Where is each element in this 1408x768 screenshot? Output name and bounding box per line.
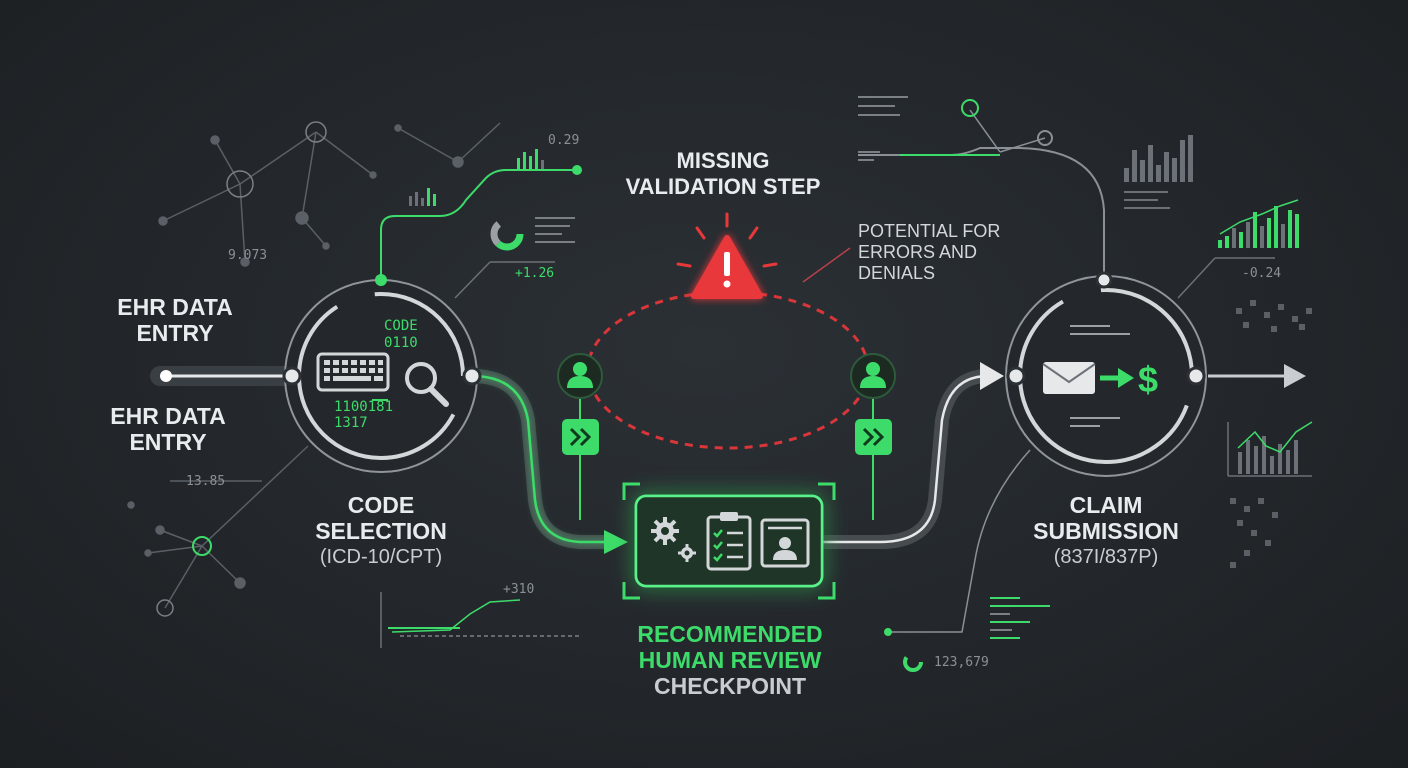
claim-submission-line2: SUBMISSION (1033, 518, 1179, 544)
mini-chart-bottom-center (380, 592, 580, 648)
code-selection-line3: (ICD-10/CPT) (319, 546, 443, 568)
ehr-label: EHR DATA ENTRY (100, 294, 250, 346)
metric-3: +1.26 (515, 266, 555, 281)
person-icon (860, 362, 886, 388)
mini-bars-top-center (409, 149, 544, 206)
metric-5: +310 (503, 582, 535, 597)
pie-widget (490, 217, 575, 251)
metric-2: 9.073 (228, 248, 268, 263)
network-graph-bottom-left (127, 445, 309, 617)
mini-lines-top-right (858, 96, 908, 161)
bar-chart-right (1218, 199, 1299, 248)
reviewer-right (850, 353, 896, 399)
claim-submission-line1: CLAIM (1069, 492, 1143, 518)
code-tag-line2: 0110 (384, 335, 418, 351)
ehr-label-line2: ENTRY (136, 320, 214, 346)
code-selection-node (284, 279, 478, 473)
warning-triangle-icon (676, 212, 778, 299)
ehr-label-duplicate: EHR DATA ENTRY (93, 403, 243, 455)
arrow-into-checkpoint-icon (604, 530, 628, 554)
arrow-right-icon (1100, 368, 1134, 388)
envelope-icon (1042, 362, 1096, 394)
warning-title-line1: MISSING (676, 148, 770, 173)
dollar-icon: $ (1138, 359, 1158, 400)
review-checkpoint-box (622, 482, 836, 600)
id-card-icon (760, 518, 810, 568)
warning-note: POTENTIAL FOR ERRORS AND DENIALS (858, 221, 1028, 284)
metric-7: 123,679 (934, 655, 989, 670)
metric-6: -0.24 (1242, 266, 1282, 281)
line-chart-right (1227, 421, 1313, 477)
code-selection-line2: SELECTION (315, 518, 447, 544)
metric-1: 0.29 (548, 133, 580, 148)
bar-chart-top-right (1124, 135, 1193, 209)
pixel-grid-right (1230, 300, 1312, 568)
claim-submission-line3: (837I/837P) (1053, 546, 1159, 568)
output-arrow-icon (1284, 364, 1306, 388)
connector-dots (160, 99, 1206, 636)
fast-forward-icon (855, 419, 892, 455)
claim-submission-node: $ (1005, 275, 1207, 477)
checkpoint-label: RECOMMENDED HUMAN REVIEW CHECKPOINT (610, 621, 850, 699)
mini-lines-bottom-right (903, 597, 1050, 672)
fast-forward-icon (562, 419, 599, 455)
checkpoint-line1: RECOMMENDED (637, 621, 823, 647)
arrow-into-claim-icon (980, 362, 1004, 390)
checkpoint-line3: CHECKPOINT (653, 673, 807, 699)
code-selection-line1: CODE (347, 492, 415, 518)
warning-title: MISSING VALIDATION STEP (598, 148, 848, 200)
clipboard-checklist-icon (706, 512, 752, 571)
code-tag: CODE 0110 (384, 318, 418, 352)
claim-submission-label: CLAIM SUBMISSION (837I/837P) (1016, 492, 1196, 570)
code-number-1: 1100181 (334, 399, 394, 415)
warning-title-line2: VALIDATION STEP (625, 174, 821, 199)
warning-note-line3: DENIALS (858, 263, 936, 283)
connectors (150, 109, 1288, 633)
ehr-label-duplicate-line2: ENTRY (129, 429, 207, 455)
code-number-2: 1317 (334, 415, 368, 431)
gear-icon (651, 517, 696, 562)
checkpoint-line2: HUMAN REVIEW (638, 647, 822, 673)
reviewer-left (557, 353, 603, 399)
network-graph-top-left (158, 121, 501, 267)
metric-4: 13.85 (186, 474, 226, 489)
magnifier-icon (405, 362, 449, 407)
person-icon (567, 362, 593, 388)
code-numbers: 1100181 1317 (334, 399, 393, 431)
missing-validation-loop (586, 290, 870, 450)
ehr-label-line1: EHR DATA (117, 294, 233, 320)
code-selection-label: CODE SELECTION (ICD-10/CPT) (291, 492, 471, 570)
warning-note-line2: ERRORS AND (858, 242, 978, 262)
warning-note-line1: POTENTIAL FOR (858, 221, 1001, 241)
ehr-label-duplicate-line1: EHR DATA (110, 403, 226, 429)
code-tag-line1: CODE (384, 318, 418, 334)
keyboard-icon (316, 352, 390, 392)
